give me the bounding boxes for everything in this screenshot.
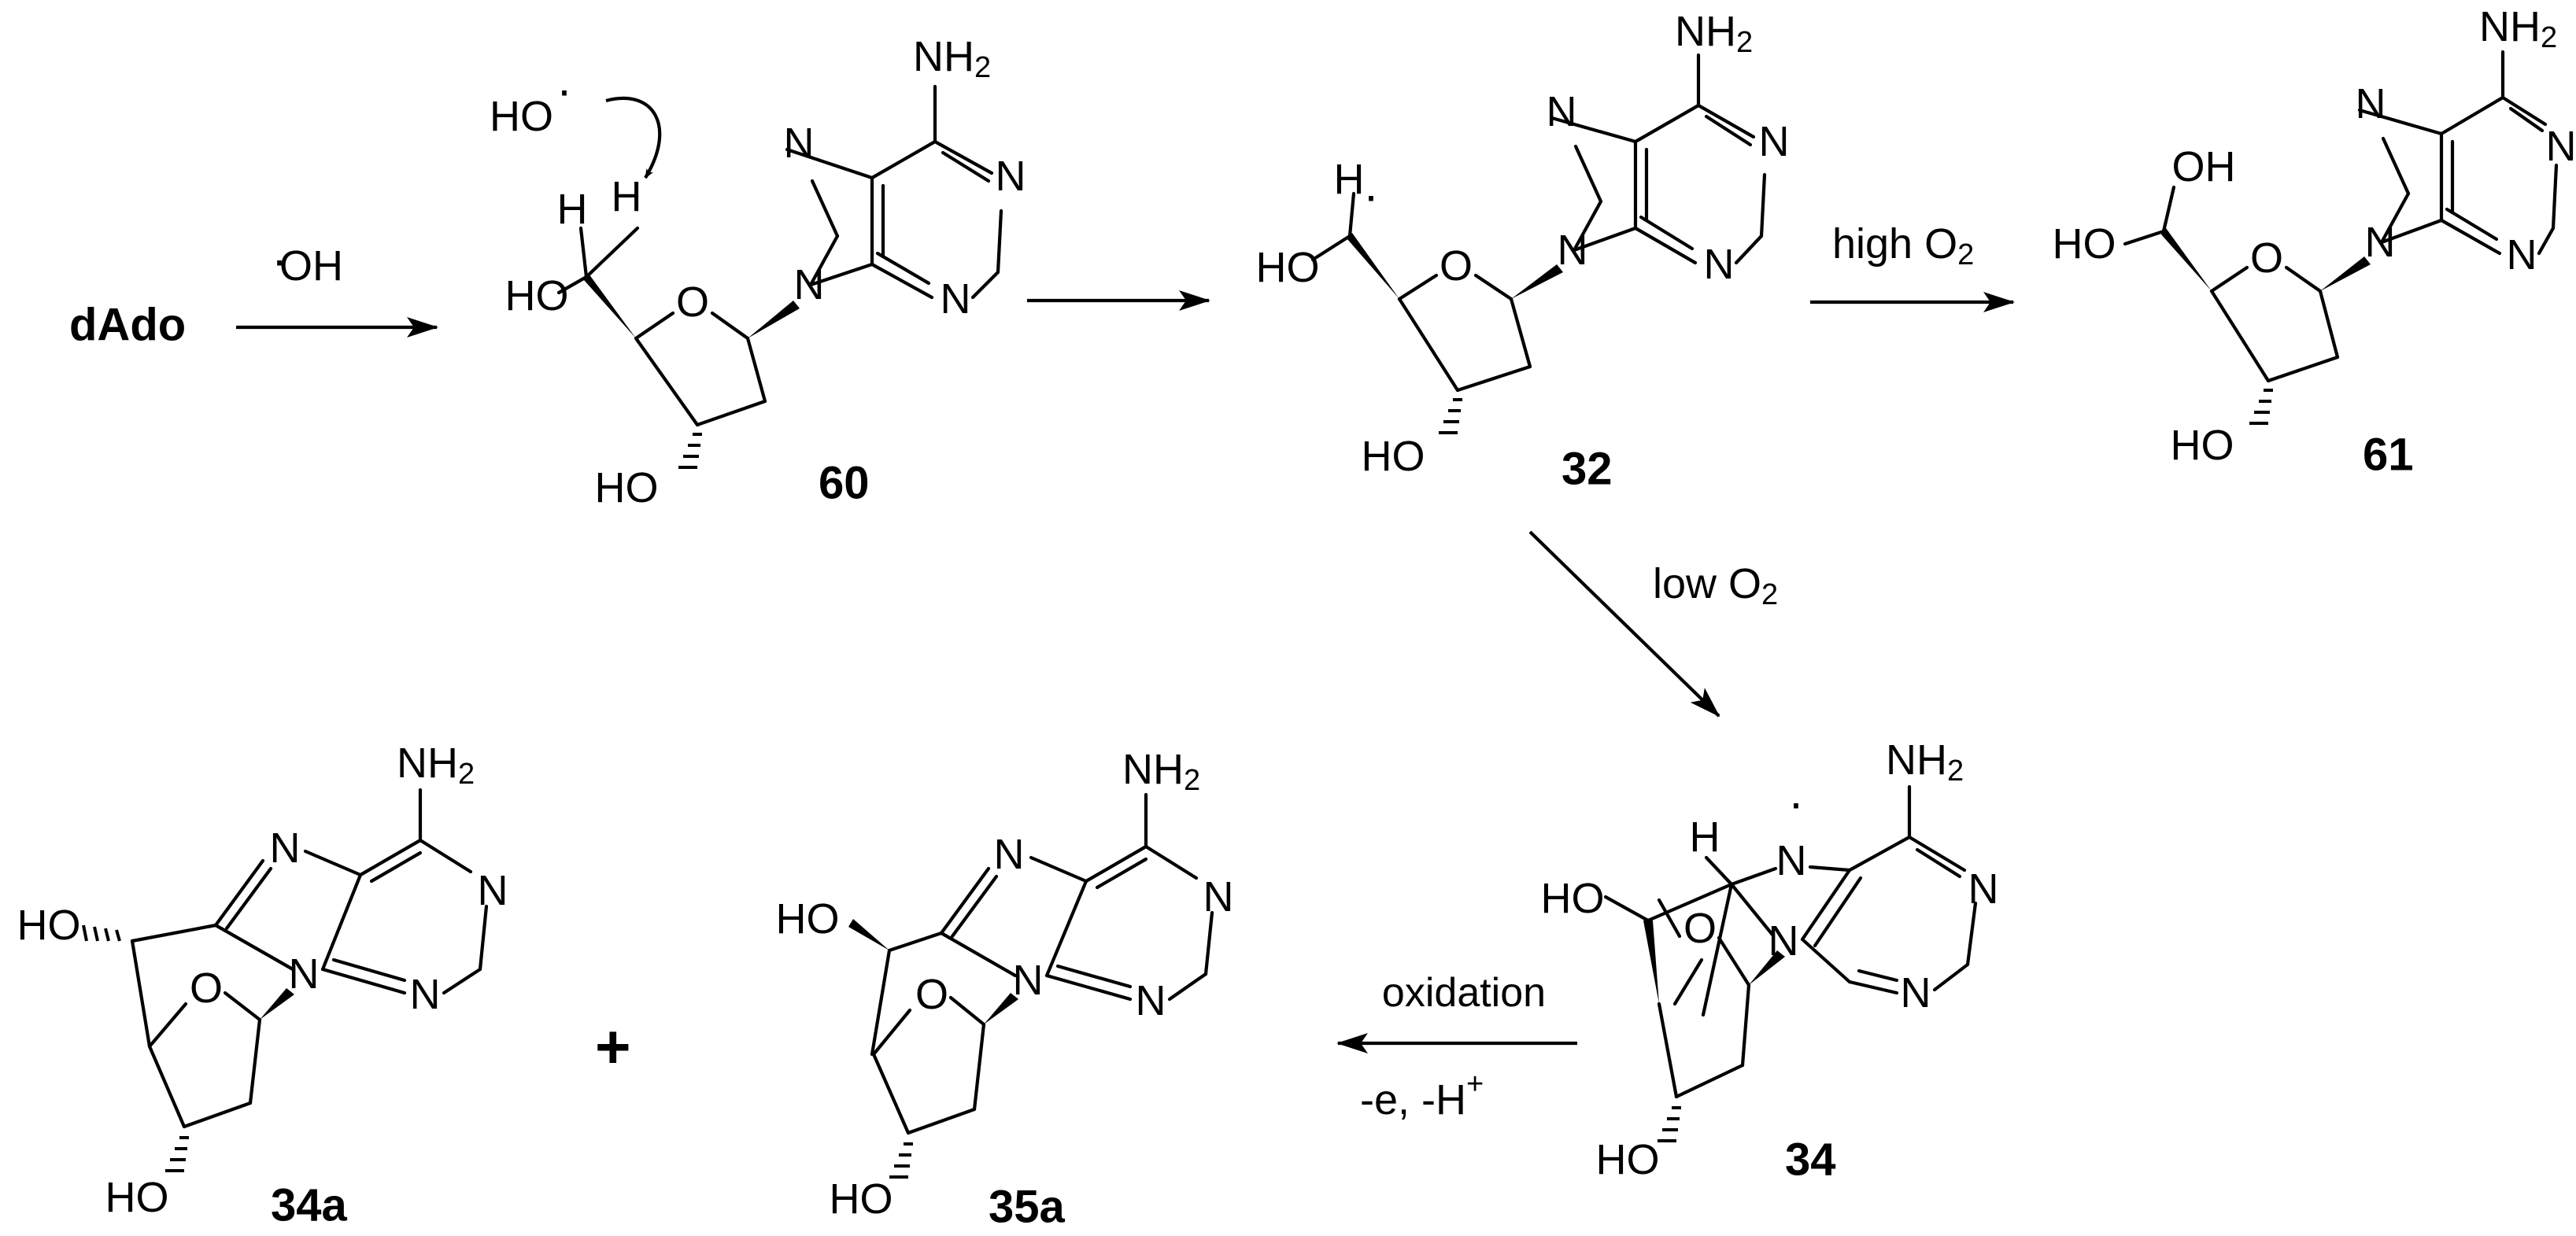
wedge-bond	[584, 274, 636, 338]
atom-n: N	[1704, 241, 1735, 288]
plus-sign: +	[595, 1012, 631, 1081]
reactant-label: dAdo	[69, 300, 186, 351]
atom-n: N	[1547, 88, 1577, 135]
reagent-oh-dot: ·	[272, 234, 287, 286]
hash-bond	[2249, 389, 2273, 425]
hash-bond	[165, 1136, 189, 1172]
atom-n: N	[1776, 837, 1807, 884]
atom-n: N	[1013, 957, 1044, 1004]
wedge-bond	[748, 301, 800, 338]
radical-dot: ·	[1788, 777, 1804, 829]
atom-nh2: NH2	[2479, 3, 2557, 54]
atom-ho: HO	[1596, 1136, 1660, 1183]
compound-61-label: 61	[2363, 430, 2414, 481]
hash-bond	[678, 433, 702, 469]
wedge-bond	[260, 988, 294, 1020]
atom-n: N	[2546, 123, 2576, 170]
atom-n: N	[996, 153, 1026, 200]
wedge-bond	[984, 993, 1018, 1024]
hash-bond	[1658, 1106, 1681, 1142]
atom-o: O	[676, 279, 709, 326]
wedge-bond	[2161, 228, 2212, 291]
compound-61: OH HO O HO N N N N NH2 61	[2053, 3, 2576, 481]
atom-ho: HO	[2171, 422, 2234, 469]
atom-ho: HO	[776, 895, 840, 943]
compound-35a-label: 35a	[989, 1182, 1066, 1233]
atom-nh2: NH2	[1122, 746, 1200, 797]
compound-60: HO H H O HO N N N N NH2 HO · 60	[490, 33, 1026, 511]
atom-n: N	[1759, 118, 1790, 165]
compound-34: H N · HO O N N N HO NH2 34	[1541, 736, 1999, 1186]
atom-n: N	[1136, 977, 1166, 1024]
atom-n: N	[289, 950, 320, 998]
reagent-oxidation: oxidation	[1382, 970, 1546, 1016]
reagent-oxidation-conditions: -e, -H+	[1360, 1068, 1484, 1123]
atom-ho: HO	[1541, 875, 1605, 922]
wedge-bond	[1511, 264, 1563, 299]
wedge-bond	[848, 919, 889, 950]
atom-n: N	[2356, 80, 2386, 127]
atom-o: O	[915, 971, 948, 1018]
atom-n: N	[270, 825, 301, 872]
atom-n: N	[1768, 917, 1799, 965]
atom-nh2: NH2	[913, 33, 991, 84]
reagent-oh: OH	[279, 242, 343, 290]
radical-dot: ·	[556, 64, 572, 116]
compound-32-label: 32	[1561, 444, 1613, 495]
compound-34a-label: 34a	[271, 1180, 348, 1231]
compound-34-label: 34	[1785, 1135, 1836, 1186]
atom-o: O	[1440, 242, 1473, 290]
atom-o: O	[2250, 234, 2283, 282]
compound-34a: HO N O N N N HO NH2 34a	[17, 740, 508, 1231]
hash-bond	[889, 1142, 913, 1179]
compound-60-label: 60	[819, 458, 870, 509]
atom-o: O	[1683, 905, 1717, 952]
radical-dot: ·	[1363, 169, 1379, 222]
atom-n: N	[994, 831, 1025, 878]
atom-n: N	[794, 261, 825, 308]
compound-35a: HO N O N N N HO NH2 35a	[776, 746, 1234, 1233]
atom-ho: HO	[17, 902, 81, 949]
atom-n: N	[941, 275, 971, 323]
atom-h: H	[1690, 814, 1720, 861]
atom-ho: HO	[595, 464, 659, 511]
atom-n: N	[2365, 219, 2396, 266]
atom-ho: HO	[2053, 220, 2116, 267]
atom-h: H	[612, 173, 642, 220]
atom-ho: HO	[830, 1175, 893, 1223]
wedge-bond	[2320, 256, 2371, 291]
atom-o: O	[190, 965, 223, 1012]
hash-bond	[1439, 398, 1462, 434]
atom-n: N	[1558, 227, 1588, 274]
atom-n: N	[2507, 231, 2537, 279]
atom-h: H	[557, 186, 588, 233]
atom-n: N	[410, 971, 441, 1018]
compound-32: H · HO O HO N N N N NH2 32	[1256, 8, 1790, 495]
atom-h: H	[1334, 156, 1365, 203]
atom-oh: OH	[2172, 143, 2236, 190]
atom-n: N	[1968, 865, 1999, 913]
radical-ho: HO	[490, 93, 553, 140]
atom-n: N	[1901, 969, 1931, 1016]
atom-n: N	[784, 120, 815, 167]
hash-bond	[82, 924, 121, 942]
wedge-bond	[1749, 950, 1785, 985]
atom-ho: HO	[105, 1174, 169, 1221]
atom-nh2: NH2	[1886, 736, 1964, 788]
curved-arrow	[605, 96, 662, 179]
reagent-high-o2: high O2	[1832, 220, 1974, 271]
wedge-bond	[1643, 921, 1659, 1004]
atom-nh2: NH2	[1675, 8, 1753, 59]
atom-ho: HO	[505, 272, 569, 319]
atom-n: N	[1203, 873, 1234, 921]
wedge-bond	[1347, 233, 1399, 299]
reagent-low-o2: low O2	[1653, 560, 1778, 611]
arrow-low-o2	[1528, 530, 1720, 718]
atom-ho: HO	[1256, 244, 1320, 291]
atom-nh2: NH2	[397, 740, 475, 791]
atom-ho: HO	[1362, 433, 1425, 480]
atom-n: N	[478, 867, 508, 914]
